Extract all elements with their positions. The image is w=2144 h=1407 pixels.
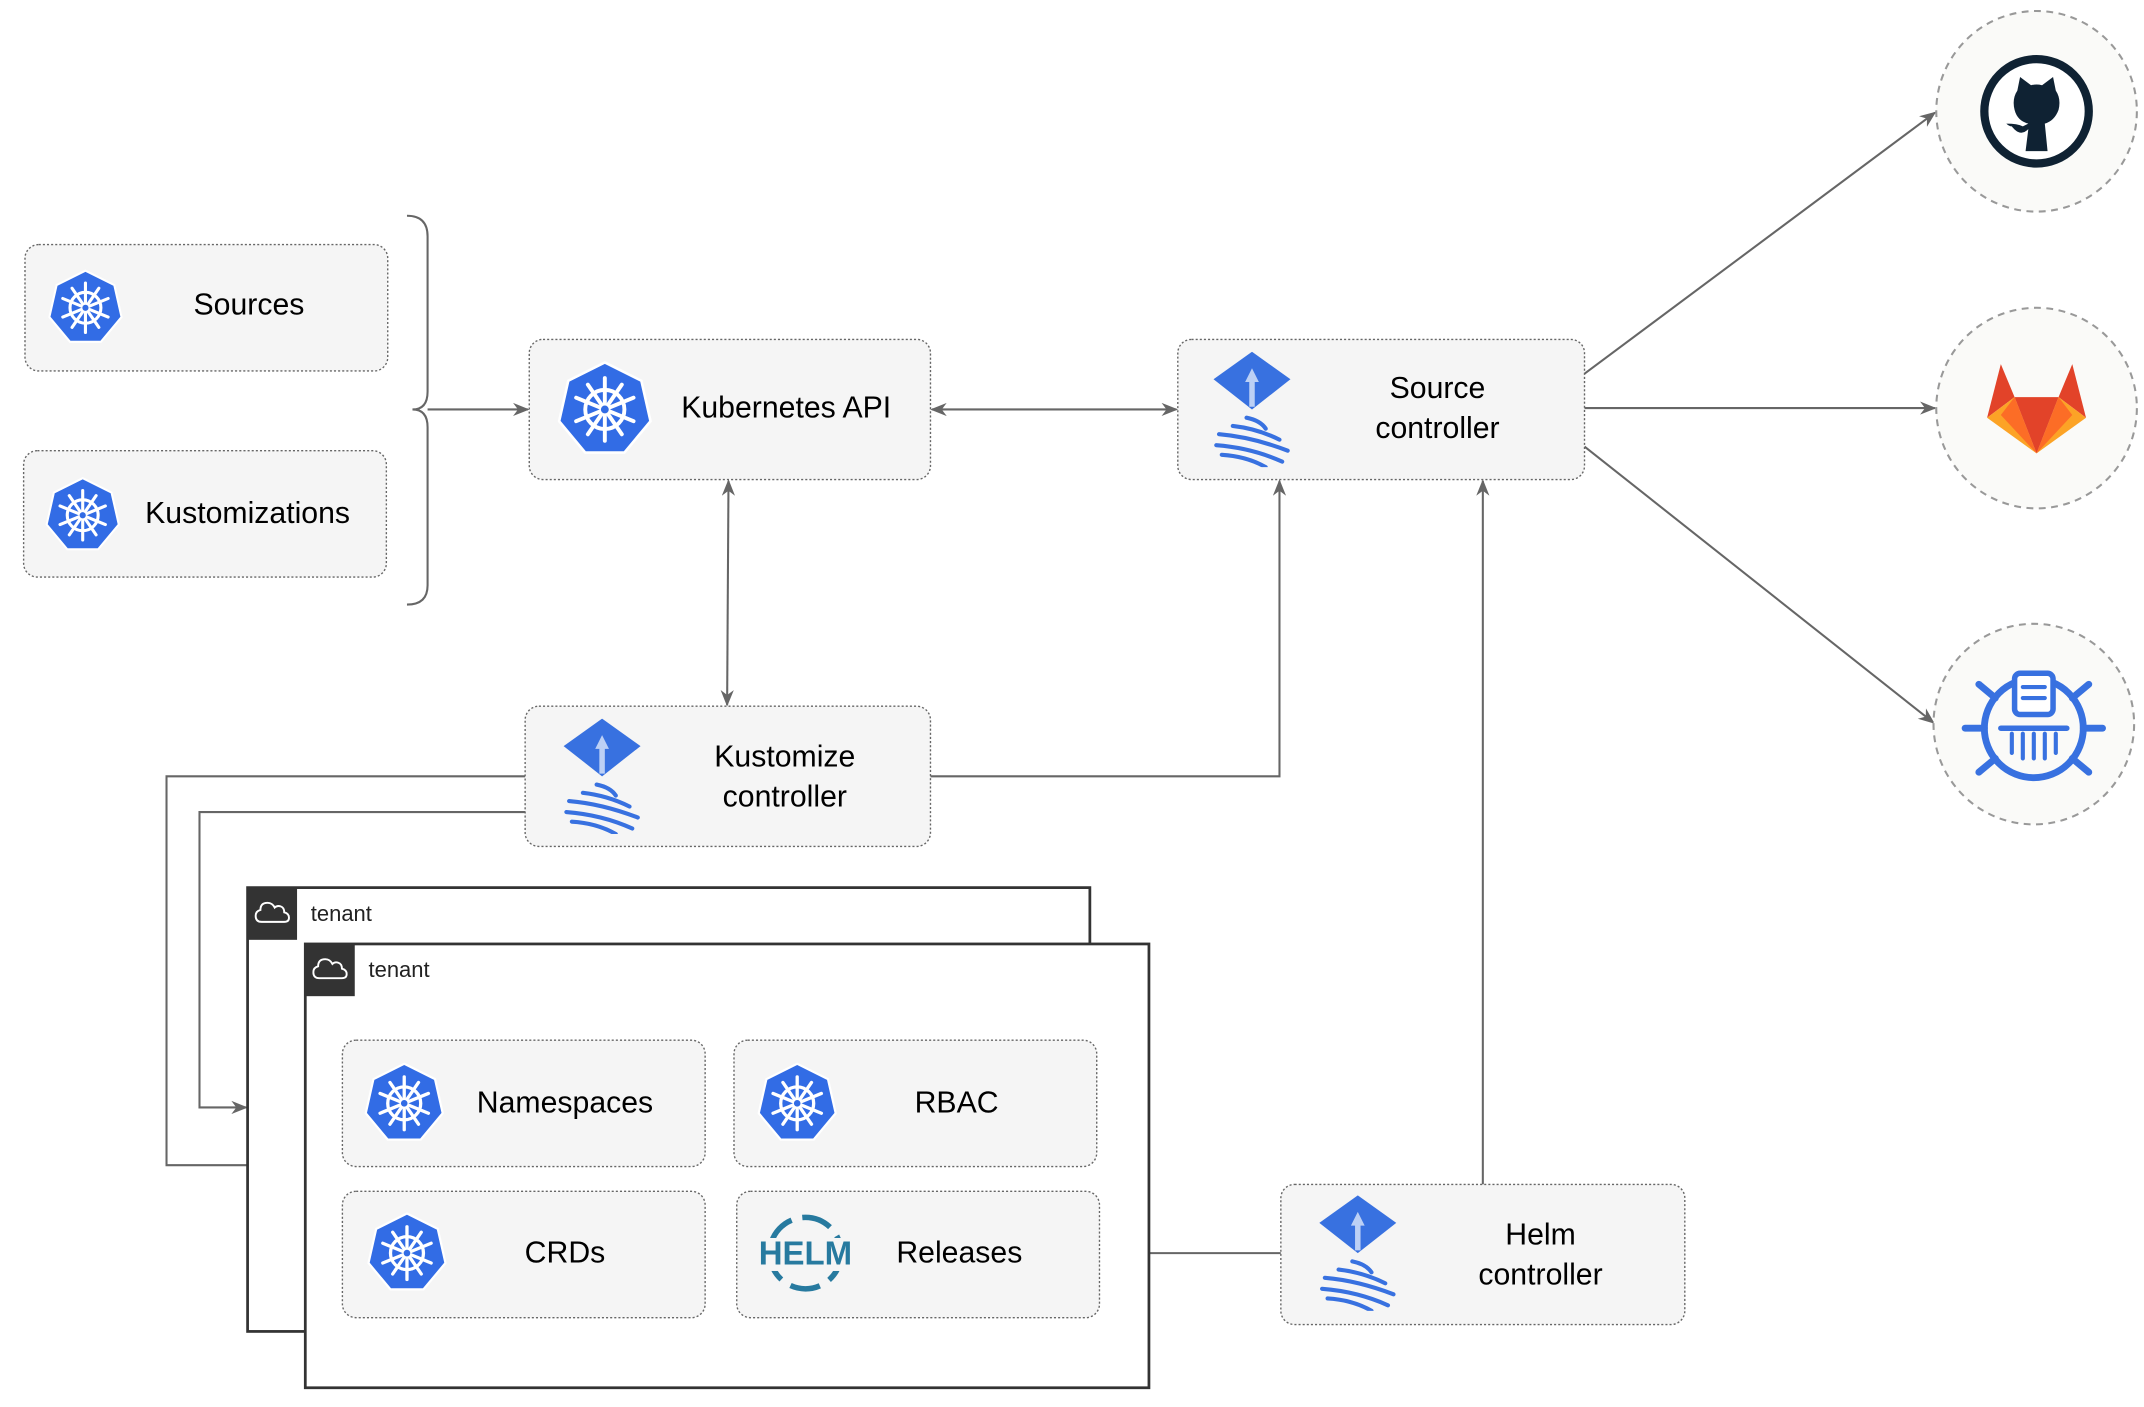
namespaces-label: Namespaces — [477, 1087, 653, 1120]
resource-rbac[interactable]: RBAC — [733, 1039, 1098, 1168]
tenant-label: tenant — [369, 957, 430, 982]
edge-api-kustomize-controller — [720, 479, 735, 707]
sources-label: Sources — [194, 288, 305, 321]
kustomize-controller-node[interactable]: Kustomize controller — [524, 705, 932, 848]
kustomize-controller-label-line2: controller — [723, 780, 847, 813]
edge-source-to-github — [1583, 111, 1937, 375]
releases-label: Releases — [896, 1236, 1022, 1269]
source-controller-label-line2: controller — [1375, 412, 1499, 445]
kustomize-controller-label-line1: Kustomize — [714, 740, 855, 773]
resource-sources[interactable]: Sources — [24, 243, 389, 372]
github-source[interactable] — [1935, 9, 2138, 213]
kubernetes-api-label: Kubernetes API — [681, 391, 891, 424]
edge-kustomize-to-source — [930, 479, 1287, 778]
edges — [165, 111, 1937, 1260]
gitlab-icon — [1987, 364, 2087, 454]
tenant-label: tenant — [311, 901, 372, 926]
edge-source-to-helm-repository — [1583, 445, 1935, 724]
crds-label: CRDs — [525, 1236, 606, 1269]
rbac-label: RBAC — [915, 1087, 999, 1120]
resource-kustomizations[interactable]: Kustomizations — [22, 449, 388, 578]
helm-controller-label-line2: controller — [1478, 1258, 1602, 1291]
resource-releases[interactable]: HELM Releases — [736, 1190, 1101, 1319]
edge-kustomize-to-tenant-back — [198, 811, 526, 1115]
kustomizations-label: Kustomizations — [145, 497, 350, 530]
source-controller-label-line1: Source — [1390, 372, 1486, 405]
github-icon — [1980, 54, 2093, 168]
gitlab-source[interactable] — [1935, 306, 2138, 510]
resource-namespaces[interactable]: Namespaces — [341, 1039, 706, 1168]
helm-repository-icon — [1961, 670, 2106, 782]
helm-repository-source[interactable] — [1932, 622, 2136, 826]
kubernetes-api-node[interactable]: Kubernetes API — [528, 338, 932, 481]
helm-controller-node[interactable]: Helm controller — [1280, 1183, 1686, 1326]
resource-crds[interactable]: CRDs — [341, 1190, 706, 1319]
helm-logo-text: HELM — [759, 1235, 852, 1272]
brace-connector — [406, 214, 429, 606]
source-controller-node[interactable]: Source controller — [1177, 338, 1586, 481]
edge-kustomize-to-tenant-front — [165, 775, 526, 1172]
helm-icon: HELM — [758, 1214, 853, 1292]
helm-controller-label-line1: Helm — [1505, 1219, 1576, 1252]
